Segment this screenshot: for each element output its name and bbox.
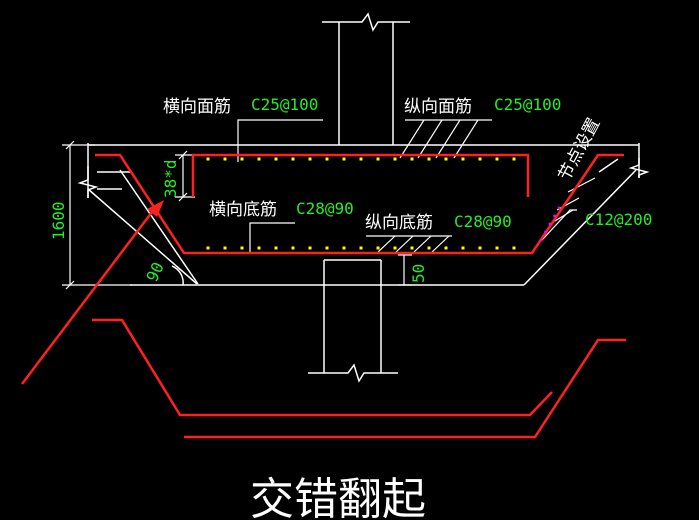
rebar-lines (21, 153, 626, 439)
top-bar-dot (274, 157, 278, 161)
bottom-bar-dot (427, 246, 431, 250)
longitudinal-top-spec: C25@100 (494, 95, 561, 114)
transverse-top-spec: C25@100 (251, 95, 318, 114)
top-bar-dot (512, 157, 516, 161)
top-bar-dot (410, 157, 414, 161)
bottom-bar-dot (359, 246, 363, 250)
transverse-bottom-label: 横向底筋 (209, 200, 277, 220)
bottom-bar-dot (410, 246, 414, 250)
bottom-bar-dot (461, 246, 465, 250)
bottom-bar-dot (478, 246, 482, 250)
stirrup-dot (539, 238, 543, 242)
top-bar-dot (325, 157, 329, 161)
dimension-lines (62, 140, 412, 290)
top-bar-dot (240, 157, 244, 161)
leader-lines (237, 119, 596, 254)
top-bar-dot (342, 157, 346, 161)
transverse-top-label: 横向面筋 (163, 97, 231, 117)
anchorage-dim: 38*d (161, 159, 180, 198)
bottom-bar-dot (444, 246, 448, 250)
stirrup-dot (548, 222, 552, 226)
top-bar-dot (359, 157, 363, 161)
top-bar-dot (478, 157, 482, 161)
top-bar-dot (495, 157, 499, 161)
bottom-bar-dot (223, 246, 227, 250)
depth-dim: 1600 (49, 201, 68, 240)
top-bar-dot (257, 157, 261, 161)
column-top (322, 12, 410, 145)
top-bar-dot (393, 157, 397, 161)
stirrup-spec: C12@200 (585, 210, 652, 229)
red-arrow-head (147, 200, 164, 217)
bottom-bar-dot (393, 246, 397, 250)
top-bar-dot (461, 157, 465, 161)
stirrup-dot (557, 206, 561, 210)
transverse-bottom-spec: C28@90 (296, 199, 354, 218)
bottom-bar-dot (257, 246, 261, 250)
bottom-bar-dot (274, 246, 278, 250)
bottom-bar-dot (495, 246, 499, 250)
bottom-bar-dot (308, 246, 312, 250)
top-bar-dot (444, 157, 448, 161)
top-bar-dot (376, 157, 380, 161)
bottom-bar-dot (291, 246, 295, 250)
top-bar-dot (291, 157, 295, 161)
column-bottom (308, 259, 398, 383)
bottom-bar-dot (376, 246, 380, 250)
bottom-bar-dot (206, 246, 210, 250)
node-setting-label: 节点设置 (555, 115, 605, 184)
top-bar-dot (206, 157, 210, 161)
bottom-bar-dot (512, 246, 516, 250)
stirrup-dot (544, 230, 547, 234)
longitudinal-bar-dots (206, 157, 516, 250)
bottom-bar-dot (240, 246, 244, 250)
caption: 交错翻起 (250, 474, 426, 520)
top-bar-dot (308, 157, 312, 161)
angle-dim: 90 (142, 259, 167, 284)
longitudinal-top-label: 纵向面筋 (404, 97, 472, 117)
bottom-bar-dot (342, 246, 346, 250)
stirrup-dot (553, 214, 556, 218)
longitudinal-bottom-spec: C28@90 (454, 212, 512, 231)
foundation-outline (77, 143, 650, 286)
top-bar-dot (427, 157, 431, 161)
bottom-bar-dot (325, 246, 329, 250)
top-bar-dot (223, 157, 227, 161)
cover-dim: 50 (409, 264, 428, 283)
stirrup-dots (539, 206, 561, 242)
longitudinal-bottom-label: 纵向底筋 (365, 213, 433, 233)
